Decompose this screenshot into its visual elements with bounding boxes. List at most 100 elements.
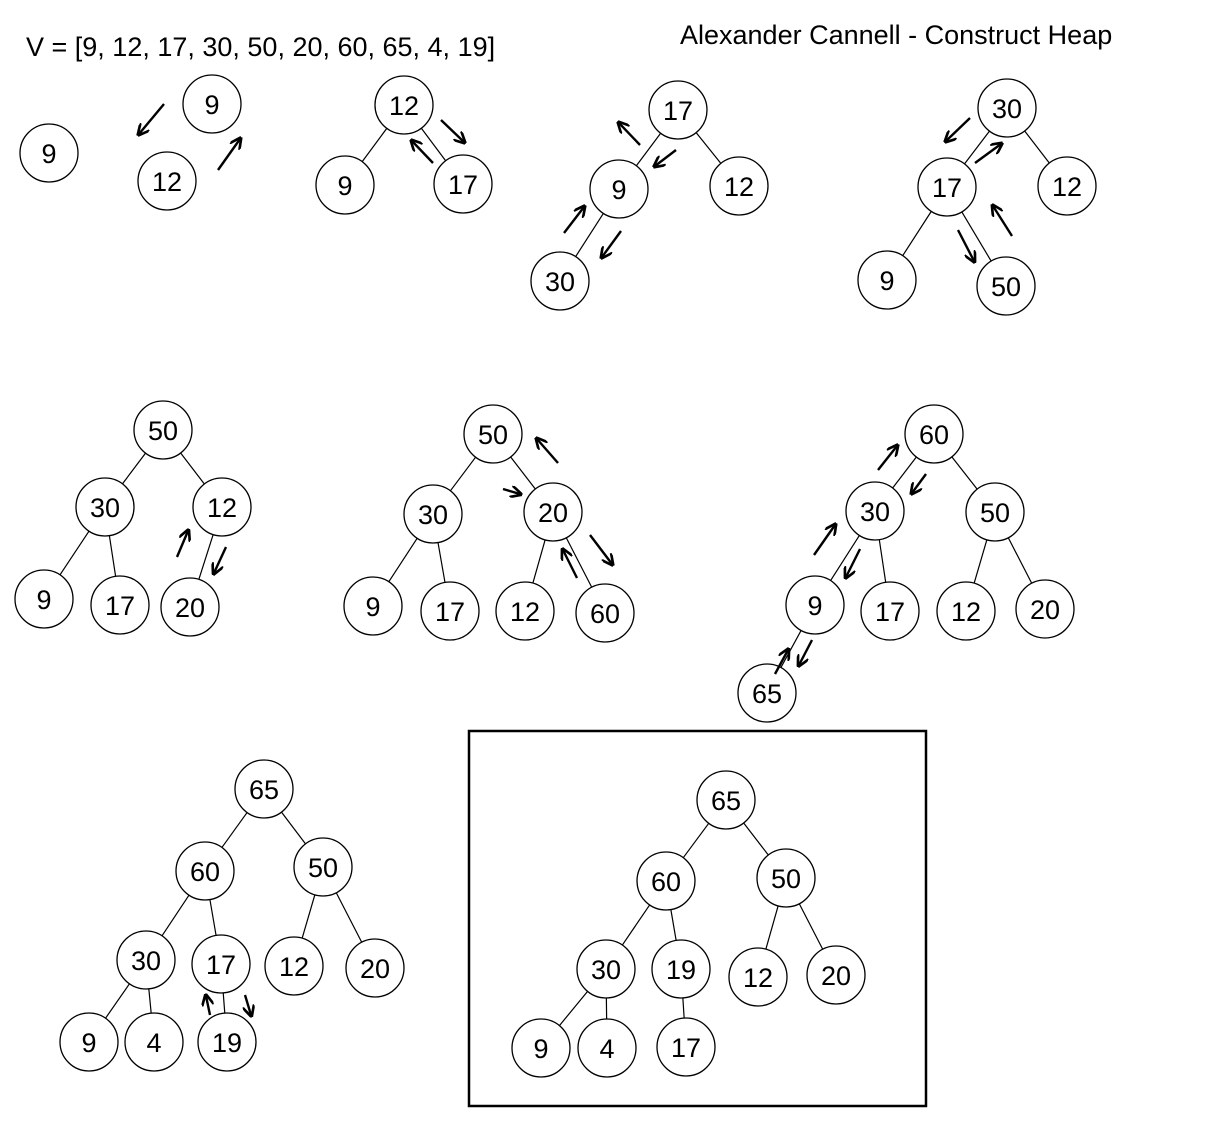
tree-edge xyxy=(198,534,214,580)
heap-node: 17 xyxy=(860,581,920,641)
node-value: 4 xyxy=(599,1034,614,1064)
node-circle xyxy=(124,1012,184,1072)
heap-node: 19 xyxy=(651,939,711,999)
node-value: 12 xyxy=(207,493,237,523)
node-value: 9 xyxy=(807,591,822,621)
heap-node: 20 xyxy=(160,577,220,637)
node-value: 50 xyxy=(478,420,508,450)
heap-node: 30 xyxy=(403,484,463,544)
tree-edge xyxy=(281,811,306,845)
heap-node: 50 xyxy=(293,837,353,897)
tree-edge xyxy=(951,456,978,490)
node-circle xyxy=(589,159,649,219)
node-circle xyxy=(917,157,977,217)
node-circle xyxy=(403,484,463,544)
node-value: 9 xyxy=(36,585,51,615)
swap-arrow-icon xyxy=(602,230,622,257)
node-value: 17 xyxy=(663,96,693,126)
node-circle xyxy=(845,481,905,541)
tree-edge xyxy=(180,452,205,485)
heap-node: 30 xyxy=(116,930,176,990)
node-circle xyxy=(14,569,74,629)
tree-edge xyxy=(682,997,685,1019)
tree-edge xyxy=(420,127,447,162)
tree-edge xyxy=(108,535,117,577)
tree-edge xyxy=(59,530,90,576)
node-circle xyxy=(523,482,583,542)
heap-node: 12 xyxy=(709,156,769,216)
tree-edge xyxy=(961,211,992,262)
swap-arrow-icon xyxy=(799,639,814,665)
node-value: 30 xyxy=(992,94,1022,124)
swap-arrow-icon xyxy=(877,446,897,471)
heap-node: 50 xyxy=(976,256,1036,316)
node-value: 65 xyxy=(752,679,782,709)
node-circle xyxy=(636,851,696,911)
tree-edge xyxy=(695,132,722,164)
node-circle xyxy=(433,154,493,214)
swap-arrow-icon xyxy=(206,996,210,1016)
node-value: 9 xyxy=(81,1028,96,1058)
heap-node: 60 xyxy=(175,841,235,901)
step-5-insert-50: 30 17 12 9 50 xyxy=(857,78,1097,316)
node-circle xyxy=(976,256,1036,316)
node-circle xyxy=(137,151,197,211)
node-circle xyxy=(977,78,1037,138)
heap-node: 60 xyxy=(904,404,964,464)
node-value: 17 xyxy=(435,597,465,627)
node-circle xyxy=(59,1012,119,1072)
heap-node: 65 xyxy=(696,770,756,830)
heap-node: 17 xyxy=(917,157,977,217)
swap-arrow-icon xyxy=(773,650,788,675)
swap-arrow-icon xyxy=(813,525,835,556)
swap-arrow-icon xyxy=(139,103,165,134)
tree-edge xyxy=(148,988,152,1014)
node-circle xyxy=(19,123,79,183)
node-value: 60 xyxy=(190,857,220,887)
heap-node: 12 xyxy=(936,581,996,641)
heap-node: 17 xyxy=(90,575,150,635)
heap-node: 12 xyxy=(1037,156,1097,216)
tree-edge xyxy=(973,539,988,584)
tree-edge xyxy=(105,983,130,1019)
heap-node: 17 xyxy=(656,1017,716,1077)
heap-node: 65 xyxy=(234,759,294,819)
heap-node: 65 xyxy=(737,663,797,723)
heap-node: 9 xyxy=(315,155,375,215)
node-value: 9 xyxy=(879,266,894,296)
node-value: 12 xyxy=(389,91,419,121)
node-value: 50 xyxy=(771,864,801,894)
node-circle xyxy=(656,1017,716,1077)
tree-edge xyxy=(1007,537,1033,584)
tree-edge xyxy=(892,456,917,489)
tree-edge xyxy=(670,909,677,941)
node-value: 19 xyxy=(212,1028,242,1058)
heap-node: 4 xyxy=(577,1018,637,1078)
tree-edge xyxy=(878,539,887,583)
heap-node: 17 xyxy=(420,581,480,641)
node-value: 30 xyxy=(418,500,448,530)
node-circle xyxy=(651,939,711,999)
step-2-insert-12: 912 xyxy=(137,74,241,211)
heap-node: 9 xyxy=(343,576,403,636)
heap-node: 9 xyxy=(511,1018,571,1078)
heap-node: 9 xyxy=(785,575,845,635)
swap-arrow-icon xyxy=(440,119,464,142)
diagram-title: Alexander Cannell - Construct Heap xyxy=(680,20,1113,50)
node-value: 12 xyxy=(1052,172,1082,202)
tree-edge xyxy=(743,822,769,856)
tree-edge xyxy=(121,452,147,485)
tree-edge xyxy=(301,894,316,939)
node-circle xyxy=(857,250,917,310)
heap-node: 50 xyxy=(756,848,816,908)
node-value: 30 xyxy=(131,946,161,976)
node-circle xyxy=(576,939,636,999)
node-circle xyxy=(709,156,769,216)
heap-node: 17 xyxy=(191,934,251,994)
heap-node: 12 xyxy=(374,75,434,135)
heap-node: 60 xyxy=(575,583,635,643)
heap-node: 30 xyxy=(530,251,590,311)
node-circle xyxy=(420,581,480,641)
